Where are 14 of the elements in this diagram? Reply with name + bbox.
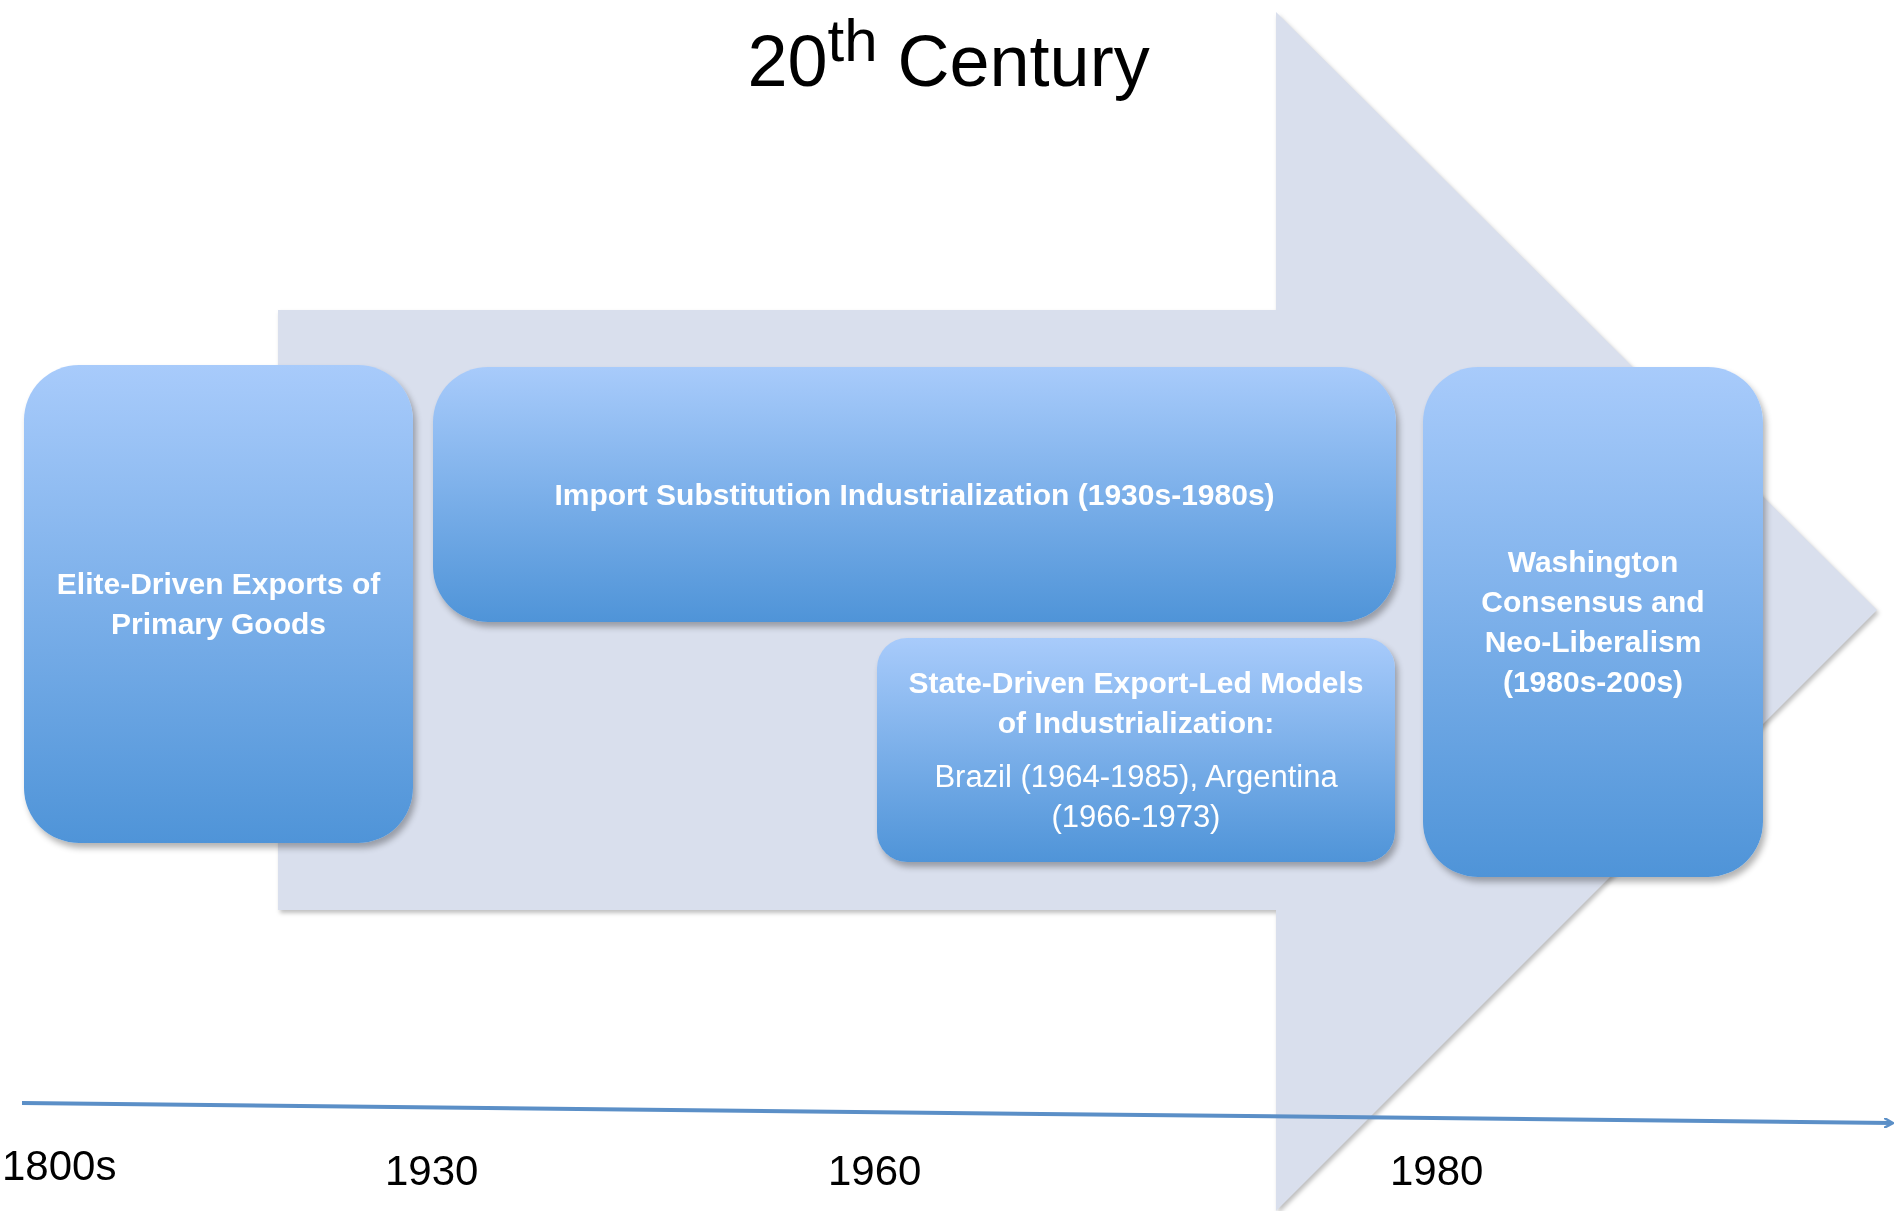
phase-title: Import Substitution Industrialization (1930s-1980s) [554,476,1275,513]
year-label: 1800s [2,1142,117,1190]
phase-box [1423,367,1763,877]
phase-detail: Brazil (1964-1985), Argentina (1966-1973) [933,758,1339,836]
phase-box [433,367,1396,622]
year-label: 1980 [1390,1147,1484,1195]
title: 20$^{th}$ Century [747,6,1150,103]
year-label: 1960 [828,1147,922,1195]
year-label: 1930 [385,1147,479,1195]
phase-title: Washington Consensus and Neo-Liberalism (1980s-200s) [1480,544,1706,700]
phase-title: Elite-Driven Exports of Primary Goods [55,566,382,642]
phase-box [24,365,413,843]
phase-box [877,638,1395,862]
phase-title: State-Driven Export-Led Models of Industrialization: [907,665,1365,741]
